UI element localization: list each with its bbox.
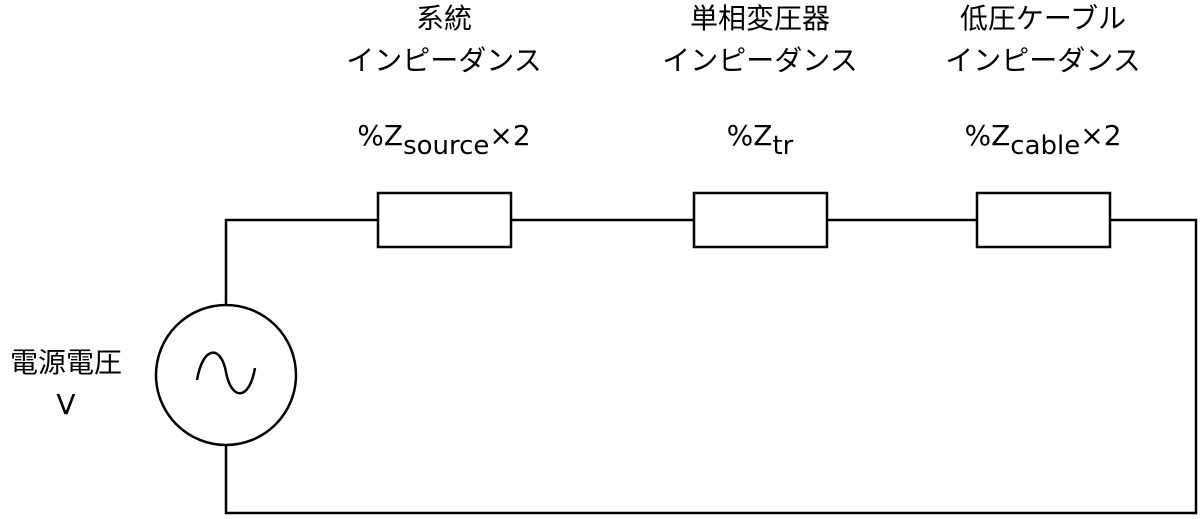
source-impedance-symbol: %Zsource×2 xyxy=(357,119,530,161)
transformer-symbol-prefix: %Z xyxy=(727,119,773,152)
ac-source-label: 電源電圧 V xyxy=(10,346,122,421)
ac-voltage-source xyxy=(154,303,298,447)
transformer-category-line1: 単相変圧器 xyxy=(690,2,830,35)
source-symbol-suffix: ×2 xyxy=(489,119,530,152)
transformer-symbol-subscript: tr xyxy=(772,131,793,161)
cable-category-line1: 低圧ケーブル xyxy=(960,2,1126,35)
source-symbol-subscript: source xyxy=(403,131,489,161)
cable-category-line2: インピーダンス xyxy=(945,44,1140,77)
source-category-line1: 系統 xyxy=(416,2,472,35)
cable-impedance-symbol: %Zcable×2 xyxy=(964,119,1121,161)
wire-return-path xyxy=(224,218,1198,515)
ac-source-label-line2: V xyxy=(56,388,75,421)
source-symbol-prefix: %Z xyxy=(357,119,403,152)
ac-source-circle xyxy=(154,303,298,447)
transformer-category-line2: インピーダンス xyxy=(662,44,857,77)
transformer-impedance-symbol: %Ztr xyxy=(727,119,794,161)
source-impedance-label: 系統 インピーダンス %Zsource×2 xyxy=(346,2,541,161)
cable-symbol-prefix: %Z xyxy=(964,119,1010,152)
ac-source-label-line1: 電源電圧 xyxy=(10,346,122,379)
circuit-wires xyxy=(224,218,1198,515)
sine-wave-icon xyxy=(195,351,257,395)
source-category-line2: インピーダンス xyxy=(346,44,541,77)
cable-impedance-resistor xyxy=(975,191,1112,249)
transformer-impedance-label: 単相変圧器 インピーダンス %Ztr xyxy=(662,2,857,161)
cable-impedance-label: 低圧ケーブル インピーダンス %Zcable×2 xyxy=(945,2,1140,161)
wire-top-left xyxy=(224,218,378,305)
cable-symbol-suffix: ×2 xyxy=(1080,119,1121,152)
source-impedance-resistor xyxy=(376,191,513,249)
cable-symbol-subscript: cable xyxy=(1010,131,1080,161)
transformer-impedance-resistor xyxy=(692,191,829,249)
